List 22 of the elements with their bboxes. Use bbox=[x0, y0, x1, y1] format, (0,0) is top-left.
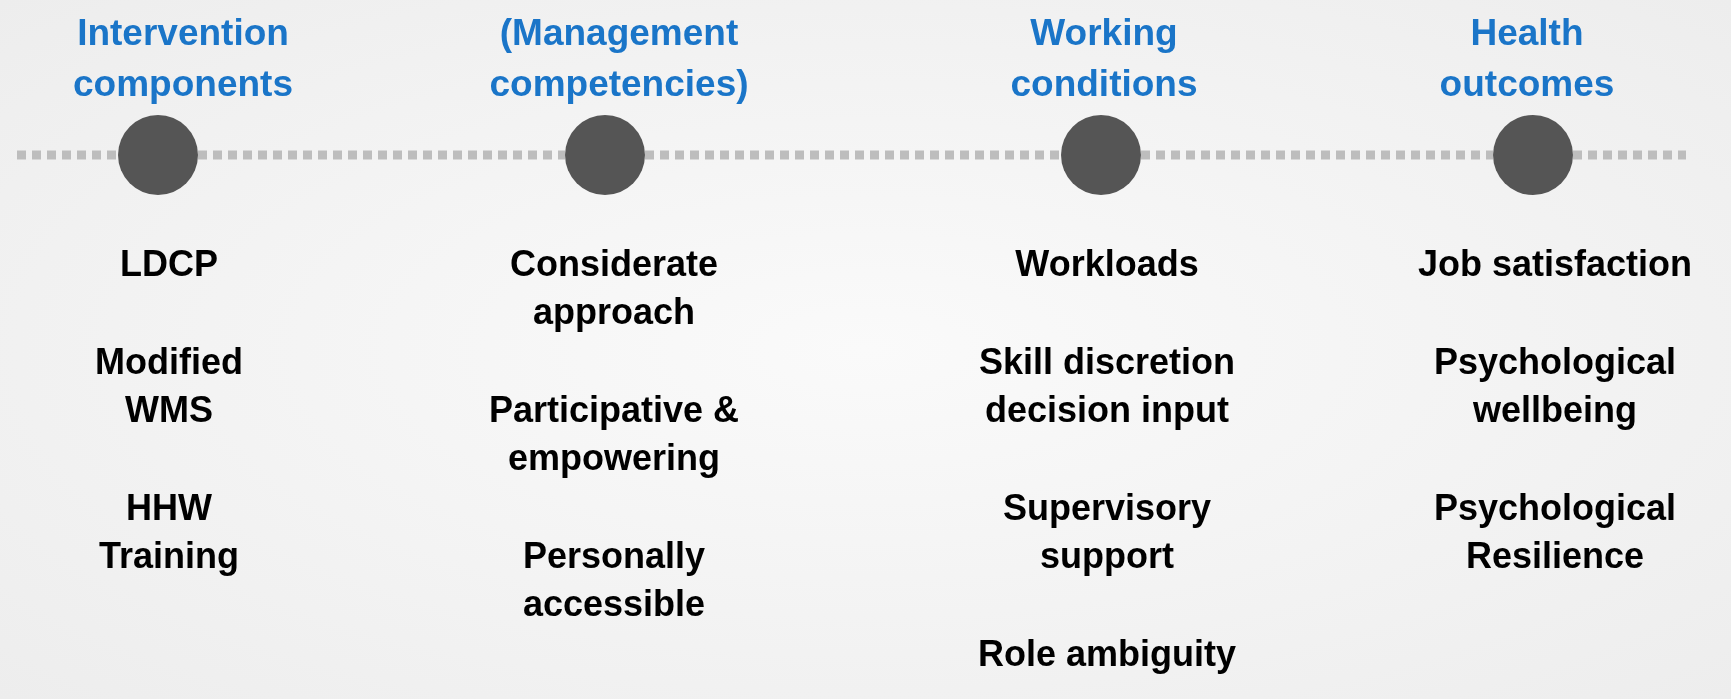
list-item: HHW Training bbox=[98, 486, 240, 578]
list-item: Role ambiguity bbox=[977, 632, 1237, 676]
list-item: Psychological Resilience bbox=[1432, 486, 1678, 578]
column-heading: Intervention components bbox=[72, 11, 294, 106]
list-item: Job satisfaction bbox=[1416, 242, 1694, 286]
list-item: Psychological wellbeing bbox=[1432, 340, 1678, 432]
list-item: Workloads bbox=[1014, 242, 1200, 286]
list-item: LDCP bbox=[119, 242, 219, 286]
list-item: Skill discretion decision input bbox=[977, 340, 1237, 432]
list-item: Supervisory support bbox=[1001, 486, 1213, 578]
dotted-connector bbox=[1573, 150, 1686, 160]
list-item: Personally accessible bbox=[521, 534, 707, 626]
dotted-connector bbox=[17, 150, 118, 160]
list-item: Modified WMS bbox=[94, 340, 244, 432]
dotted-connector bbox=[1141, 150, 1493, 160]
column-heading: Health outcomes bbox=[1438, 11, 1616, 106]
list-item: Participative & empowering bbox=[487, 388, 741, 480]
column-heading: Working conditions bbox=[1009, 11, 1199, 106]
column-heading: (Management competencies) bbox=[488, 11, 750, 106]
dotted-connector bbox=[198, 150, 565, 160]
list-item: Considerate approach bbox=[508, 242, 720, 334]
dotted-connector bbox=[645, 150, 1061, 160]
